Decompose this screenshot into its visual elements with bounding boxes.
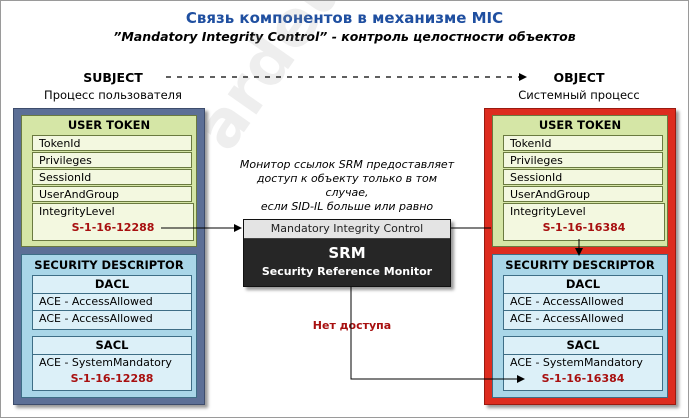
subject-security-descriptor: SECURITY DESCRIPTOR DACL ACE - AccessAll… xyxy=(21,254,197,398)
srm-title: SRM xyxy=(328,244,366,262)
srm-deny-arrow xyxy=(350,287,525,383)
object-token-title: USER TOKEN xyxy=(538,118,622,132)
subject-token-field: TokenId xyxy=(32,135,192,151)
object-token-field: SessionId xyxy=(503,169,663,185)
diagram-title: Связь компонентов в механизме MIC xyxy=(185,9,504,27)
subject-user-token: USER TOKEN TokenId Privileges SessionId … xyxy=(21,115,197,247)
subject-dacl-ace: ACE - AccessAllowed xyxy=(33,293,191,309)
object-dacl-ace: ACE - AccessAllowed xyxy=(504,293,662,309)
object-process-frame: USER TOKEN TokenId Privileges SessionId … xyxy=(484,108,676,405)
object-sacl: SACL ACE - SystemMandatory S-1-16-16384 xyxy=(503,336,663,391)
object-sacl-title: SACL xyxy=(566,338,600,352)
object-user-token: USER TOKEN TokenId Privileges SessionId … xyxy=(492,115,668,247)
object-sacl-ace: ACE - SystemMandatory xyxy=(504,354,662,370)
subject-label: SUBJECT xyxy=(83,70,143,85)
subject-process-frame: USER TOKEN TokenId Privileges SessionId … xyxy=(13,108,205,405)
srm-note-line: доступ к объекту только в том случае, xyxy=(256,172,438,199)
subject-sd-title: SECURITY DESCRIPTOR xyxy=(34,258,184,272)
object-token-field: Privileges xyxy=(503,152,663,168)
subject-dacl: DACL ACE - AccessAllowed ACE - AccessAll… xyxy=(32,275,192,330)
diagram-subtitle: ”Mandatory Integrity Control” - контроль… xyxy=(113,29,576,44)
srm-box: Mandatory Integrity Control SRM Security… xyxy=(243,219,451,287)
object-description: Системный процесс xyxy=(518,88,640,102)
subject-integrity-sid: S-1-16-12288 xyxy=(71,221,155,234)
subject-dacl-title: DACL xyxy=(94,277,130,291)
subject-sacl: SACL ACE - SystemMandatory S-1-16-12288 xyxy=(32,336,192,391)
subject-dacl-ace: ACE - AccessAllowed xyxy=(33,310,191,326)
object-sacl-sid: S-1-16-16384 xyxy=(541,372,625,385)
subject-token-field: Privileges xyxy=(32,152,192,168)
srm-note: Монитор ссылок SRM предоставляет доступ … xyxy=(237,158,457,214)
object-integrity-level-cell: IntegrityLevel S-1-16-16384 xyxy=(503,203,665,241)
subject-sacl-sid: S-1-16-12288 xyxy=(70,372,154,385)
subject-sacl-title: SACL xyxy=(95,338,129,352)
access-denied-label: Нет доступа xyxy=(312,319,392,332)
subject-token-field: UserAndGroup xyxy=(32,186,192,202)
subject-integrity-level-cell: IntegrityLevel S-1-16-12288 xyxy=(32,203,194,241)
object-dacl-title: DACL xyxy=(565,277,601,291)
object-security-descriptor: SECURITY DESCRIPTOR DACL ACE - AccessAll… xyxy=(492,254,668,398)
object-dacl-ace: ACE - AccessAllowed xyxy=(504,310,662,326)
srm-header: Mandatory Integrity Control xyxy=(244,220,450,239)
srm-note-line: Монитор ссылок SRM предоставляет xyxy=(239,158,455,171)
subject-token-title: USER TOKEN xyxy=(67,118,151,132)
object-token-field: IntegrityLevel xyxy=(510,205,586,218)
srm-note-line: если SID-IL больше или равно xyxy=(260,200,434,213)
object-integrity-sid: S-1-16-16384 xyxy=(542,221,626,234)
object-sd-title: SECURITY DESCRIPTOR xyxy=(505,258,655,272)
subject-sacl-ace: ACE - SystemMandatory xyxy=(33,354,191,370)
object-dacl: DACL ACE - AccessAllowed ACE - AccessAll… xyxy=(503,275,663,330)
object-token-field: UserAndGroup xyxy=(503,186,663,202)
object-token-field: TokenId xyxy=(503,135,663,151)
srm-subtitle: Security Reference Monitor xyxy=(261,265,433,278)
subject-token-field: IntegrityLevel xyxy=(39,205,115,218)
subject-description: Процесс пользователя xyxy=(44,88,182,102)
subject-token-field: SessionId xyxy=(32,169,192,185)
object-label: OBJECT xyxy=(553,70,605,85)
